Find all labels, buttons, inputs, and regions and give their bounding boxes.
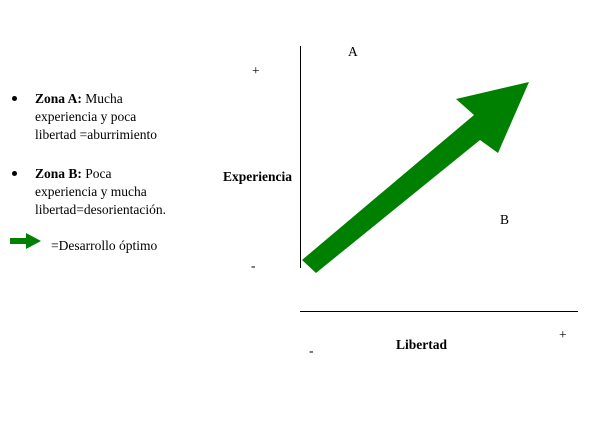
zone-b-line2: experiencia y mucha xyxy=(35,184,147,199)
zone-a-title: Zona A: xyxy=(35,91,82,106)
zone-a-line2: experiencia y poca xyxy=(35,109,137,124)
arrow-legend-label: =Desarrollo óptimo xyxy=(51,238,158,253)
bullet-zone-b xyxy=(12,171,17,176)
zone-a-line1: Mucha xyxy=(85,91,123,106)
optimal-development-arrow xyxy=(302,82,529,273)
zone-a-line3: libertad =aburrimiento xyxy=(35,127,157,142)
zone-b-title: Zona B: xyxy=(35,166,82,181)
x-plus-sign: + xyxy=(559,327,567,342)
y-axis-label: Experiencia xyxy=(223,169,292,184)
y-plus-sign: + xyxy=(252,63,260,78)
zone-a-label: A xyxy=(348,44,358,59)
legend-zone-a: Zona A: Mucha experiencia y poca liberta… xyxy=(35,90,215,144)
x-axis-label: Libertad xyxy=(396,337,448,352)
zone-b-line1: Poca xyxy=(85,166,112,181)
bullet-zone-a xyxy=(12,96,17,101)
legend-zone-b: Zona B: Poca experiencia y mucha liberta… xyxy=(35,165,215,219)
y-minus-sign: - xyxy=(251,258,256,273)
zone-b-label: B xyxy=(500,212,510,227)
x-minus-sign: - xyxy=(309,343,314,358)
zone-b-line3: libertad=desorientación. xyxy=(35,202,166,217)
